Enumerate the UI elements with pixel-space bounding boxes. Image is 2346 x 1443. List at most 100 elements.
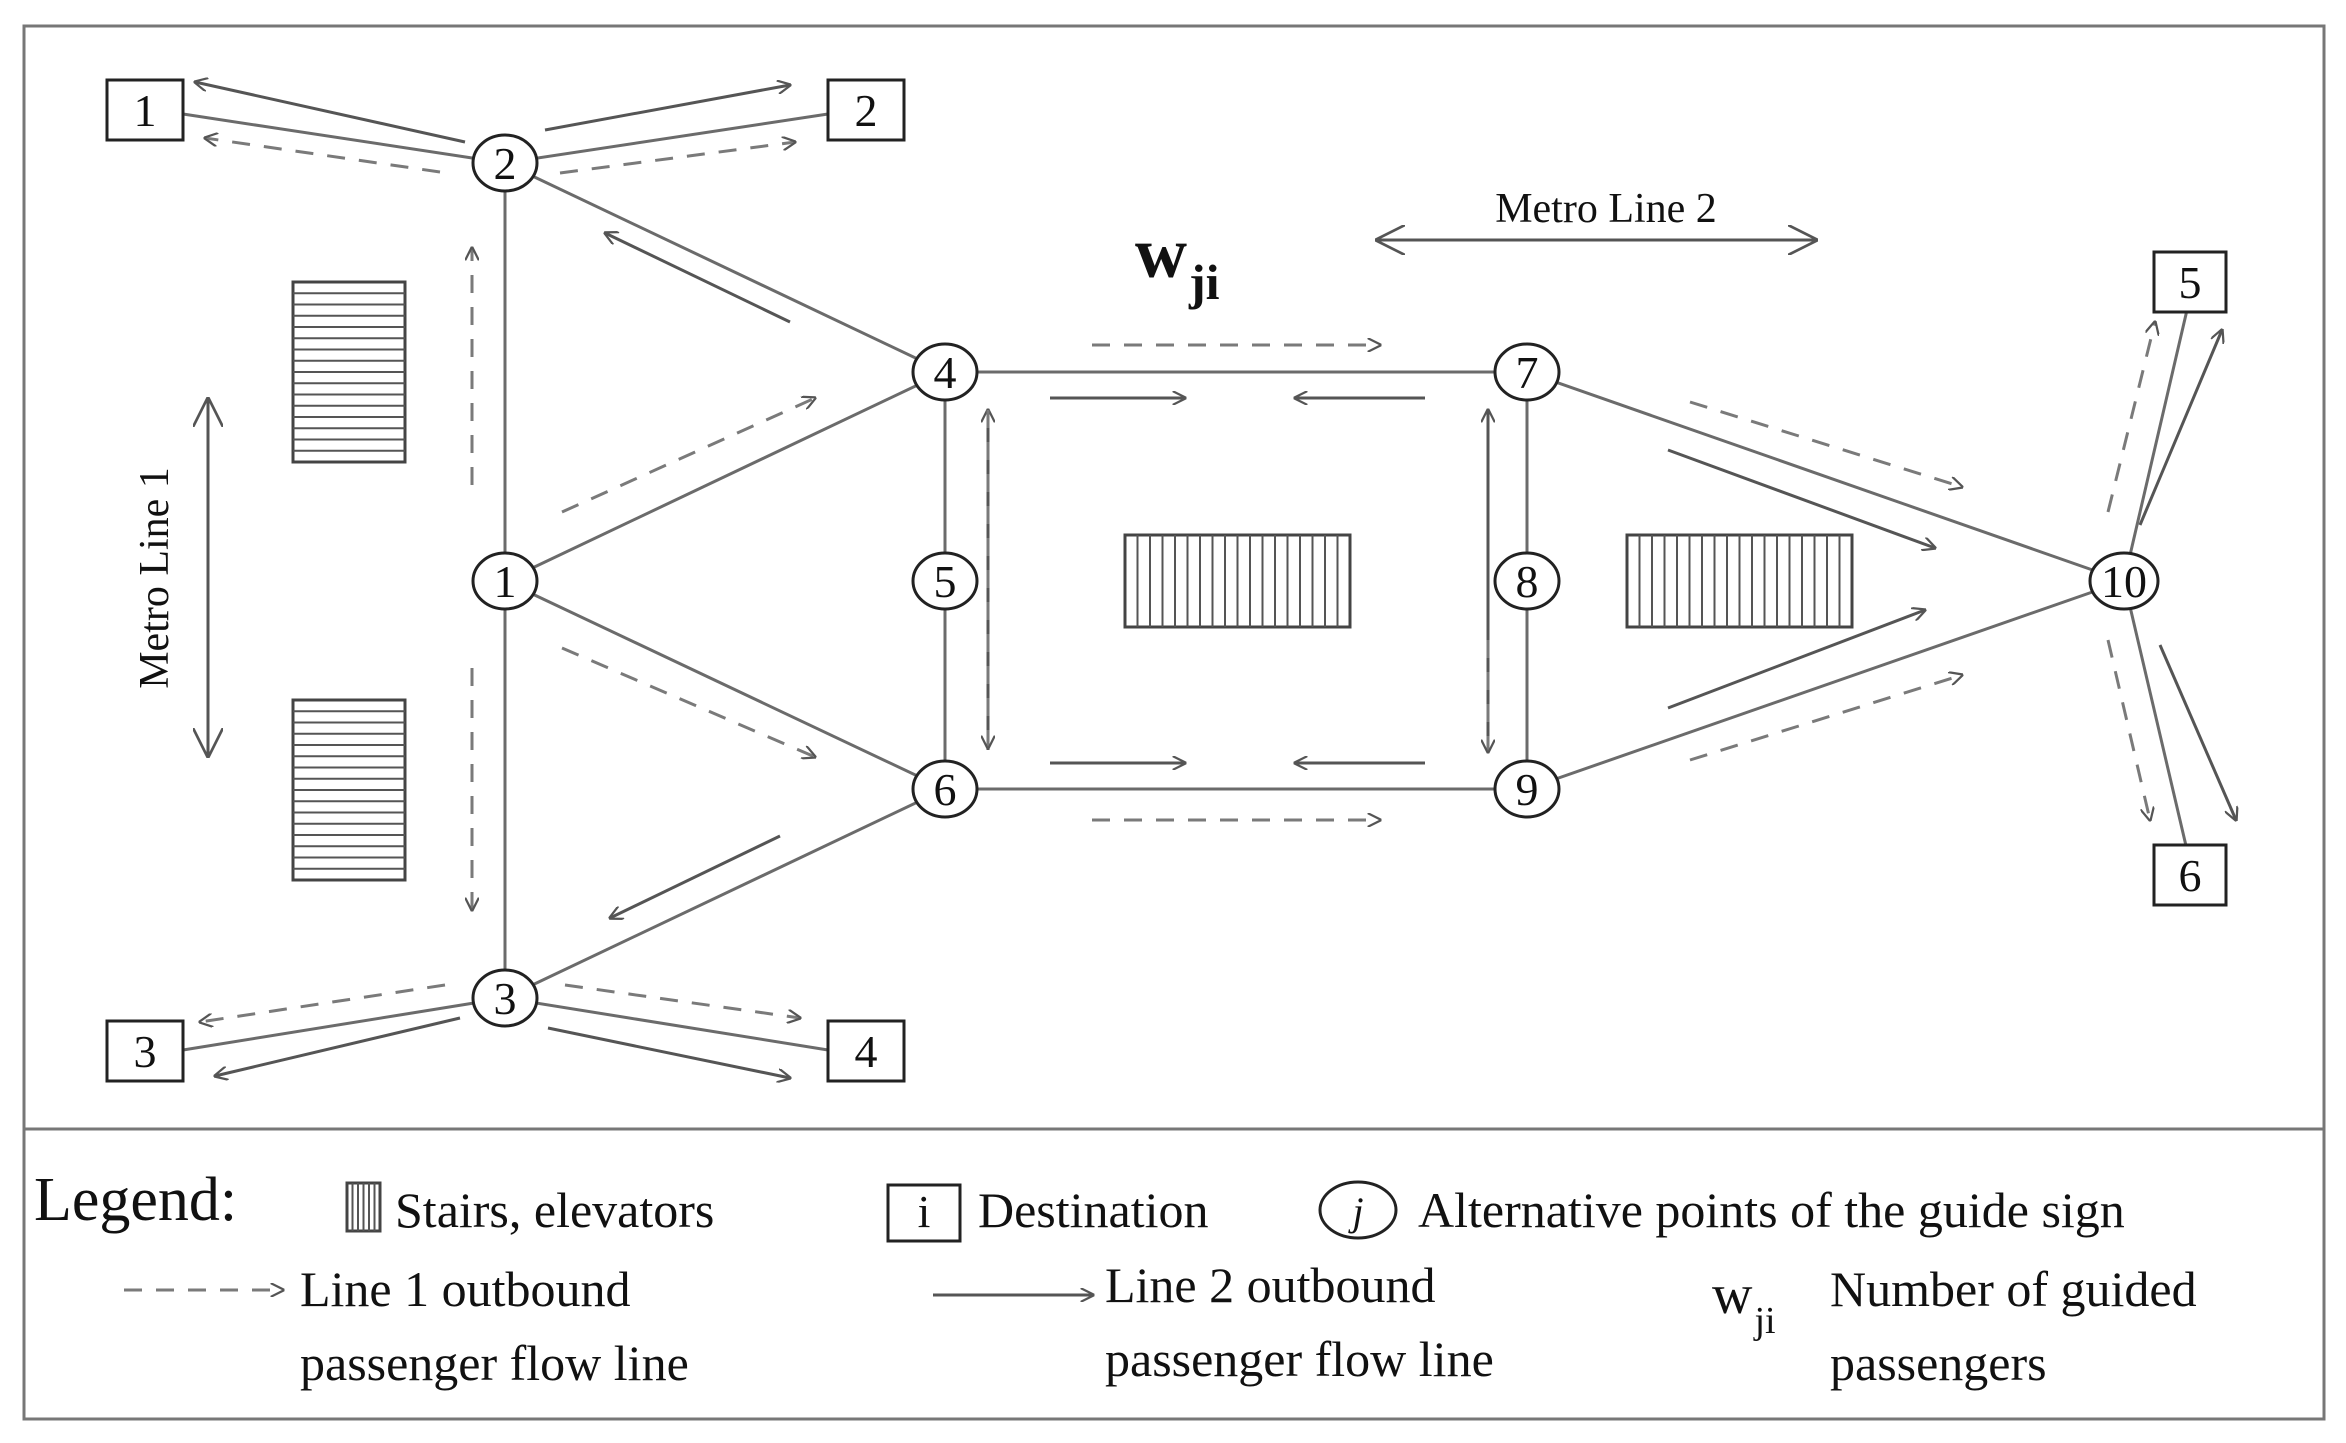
guide-node-7: 7	[1493, 342, 1561, 402]
legend-alt-point-symbol: j	[1347, 1189, 1363, 1234]
edge-10-dest6	[2122, 580, 2189, 851]
line2-arrow-2-to-dest2	[544, 85, 790, 132]
metro-line-1-marker: Metro Line 1	[132, 400, 208, 755]
line2-arrow-10-to-dest5	[2138, 330, 2222, 526]
legend-wji-main: w	[1712, 1264, 1753, 1326]
guide-node-1-circle	[471, 551, 539, 611]
destination-6: 6	[2152, 843, 2228, 907]
destination-4-label: 4	[855, 1026, 878, 1077]
guide-node-2-label: 2	[494, 138, 517, 189]
guide-node-5: 5	[911, 551, 979, 611]
guide-node-2-circle	[471, 133, 539, 193]
legend-line2-text-1: Line 2 outbound	[1105, 1257, 1436, 1313]
guide-node-9-label: 9	[1516, 764, 1539, 815]
destination-5-label: 5	[2179, 257, 2202, 308]
line1-arrow-3-to-dest3	[200, 983, 446, 1022]
line2-arrow-4-to-2	[605, 233, 791, 324]
line1-arrow-1-to-4	[561, 398, 815, 514]
guide-node-1-label: 1	[494, 556, 517, 607]
metro-line-2-marker: Metro Line 2	[1378, 186, 1815, 240]
line1-arrow-3-to-dest4	[564, 983, 800, 1018]
stairs-block-center	[1123, 533, 1352, 629]
destination-2-box	[826, 78, 906, 142]
edge-2-dest1	[182, 112, 506, 165]
destination-1-label: 1	[134, 85, 157, 136]
destination-1-box	[105, 78, 185, 142]
legend-line1-text-2: passenger flow line	[300, 1335, 689, 1391]
legend-destination-symbol: i	[918, 1186, 931, 1237]
legend-frame	[22, 1127, 2326, 1421]
guide-node-10-circle	[2088, 551, 2160, 611]
guide-node-6-label: 6	[934, 764, 957, 815]
guide-node-8-label: 8	[1516, 556, 1539, 607]
legend: Legend: Stairs, elevators i Destination …	[34, 1166, 2197, 1391]
destination-2: 2	[826, 78, 906, 142]
legend-stairs-symbol	[345, 1181, 382, 1233]
guide-node-9-circle	[1493, 759, 1561, 819]
legend-line1-text-1: Line 1 outbound	[300, 1261, 631, 1317]
line1-arrow-10-to-dest5	[2106, 322, 2155, 513]
destination-6-box	[2152, 843, 2228, 907]
line2-arrow-3-to-dest4	[547, 1026, 790, 1078]
destination-3: 3	[105, 1019, 185, 1083]
line1-arrow-2-to-dest1	[205, 138, 441, 174]
guide-node-3-circle	[471, 968, 539, 1028]
line1-arrow-1-to-6	[561, 646, 815, 757]
guide-node-4-label: 4	[934, 347, 957, 398]
guide-node-6-circle	[911, 759, 979, 819]
wji-label: wji	[1135, 213, 1220, 310]
edge-3-dest4	[504, 996, 829, 1052]
legend-line2-text-2: passenger flow line	[1105, 1331, 1494, 1387]
destination-3-label: 3	[134, 1026, 157, 1077]
destination-5: 5	[2152, 250, 2228, 314]
guide-node-5-label: 5	[934, 556, 957, 607]
line2-arrow-7-to-10	[1667, 448, 1935, 548]
edge-1-6	[504, 579, 946, 791]
edge-3-dest3	[182, 996, 506, 1052]
legend-stairs-text: Stairs, elevators	[395, 1182, 714, 1238]
line2-arrow-10-to-dest6	[2158, 644, 2236, 820]
guide-node-4-circle	[911, 342, 979, 402]
line1-arrow-2-to-dest2	[559, 142, 795, 175]
edge-9-10	[1526, 579, 2125, 791]
wji-label-subscript: ji	[1188, 254, 1220, 310]
guide-node-2: 2	[471, 133, 539, 193]
metro-line-1-label: Metro Line 1	[132, 467, 178, 689]
edge-2-4	[504, 161, 946, 374]
metro-line-2-label: Metro Line 2	[1495, 186, 1717, 232]
line2-arrow-6-to-3	[610, 834, 781, 918]
legend-alt-points-text: Alternative points of the guide sign	[1418, 1182, 2125, 1238]
legend-alt-point-circle	[1318, 1180, 1398, 1240]
destination-4: 4	[826, 1019, 906, 1083]
legend-guided-text-1: Number of guided	[1830, 1261, 2197, 1317]
legend-destination-box	[886, 1183, 962, 1243]
destination-6-label: 6	[2179, 850, 2202, 901]
line1-arrow-9-to-10	[1689, 675, 1962, 762]
guide-node-10: 10	[2088, 551, 2160, 611]
guide-node-1: 1	[471, 551, 539, 611]
guide-node-8: 8	[1493, 551, 1561, 611]
line2-arrow-3-to-dest3	[215, 1016, 461, 1076]
guide-node-6: 6	[911, 759, 979, 819]
stairs-block-right	[1625, 533, 1854, 629]
line1-flow-arrows	[200, 138, 2155, 1022]
wji-label-main: w	[1135, 213, 1187, 293]
edge-2-dest2	[504, 112, 829, 165]
edge-7-10	[1526, 370, 2125, 583]
destination-1: 1	[105, 78, 185, 142]
guide-node-4: 4	[911, 342, 979, 402]
legend-title: Legend:	[34, 1166, 237, 1234]
line2-arrow-2-to-dest1	[195, 82, 466, 144]
guide-node-9: 9	[1493, 759, 1561, 819]
legend-wji-subscript: ji	[1752, 1300, 1775, 1342]
line1-arrow-7-to-10	[1689, 400, 1962, 487]
edge-1-4	[504, 370, 946, 583]
destination-5-box	[2152, 250, 2228, 314]
destination-4-box	[826, 1019, 906, 1083]
destination-3-box	[105, 1019, 185, 1083]
stairs-block-upper-left	[291, 280, 407, 464]
stairs-block-lower-left	[291, 698, 407, 882]
edge-10-dest5	[2122, 309, 2189, 582]
legend-wji-symbol: wji	[1712, 1264, 1776, 1342]
